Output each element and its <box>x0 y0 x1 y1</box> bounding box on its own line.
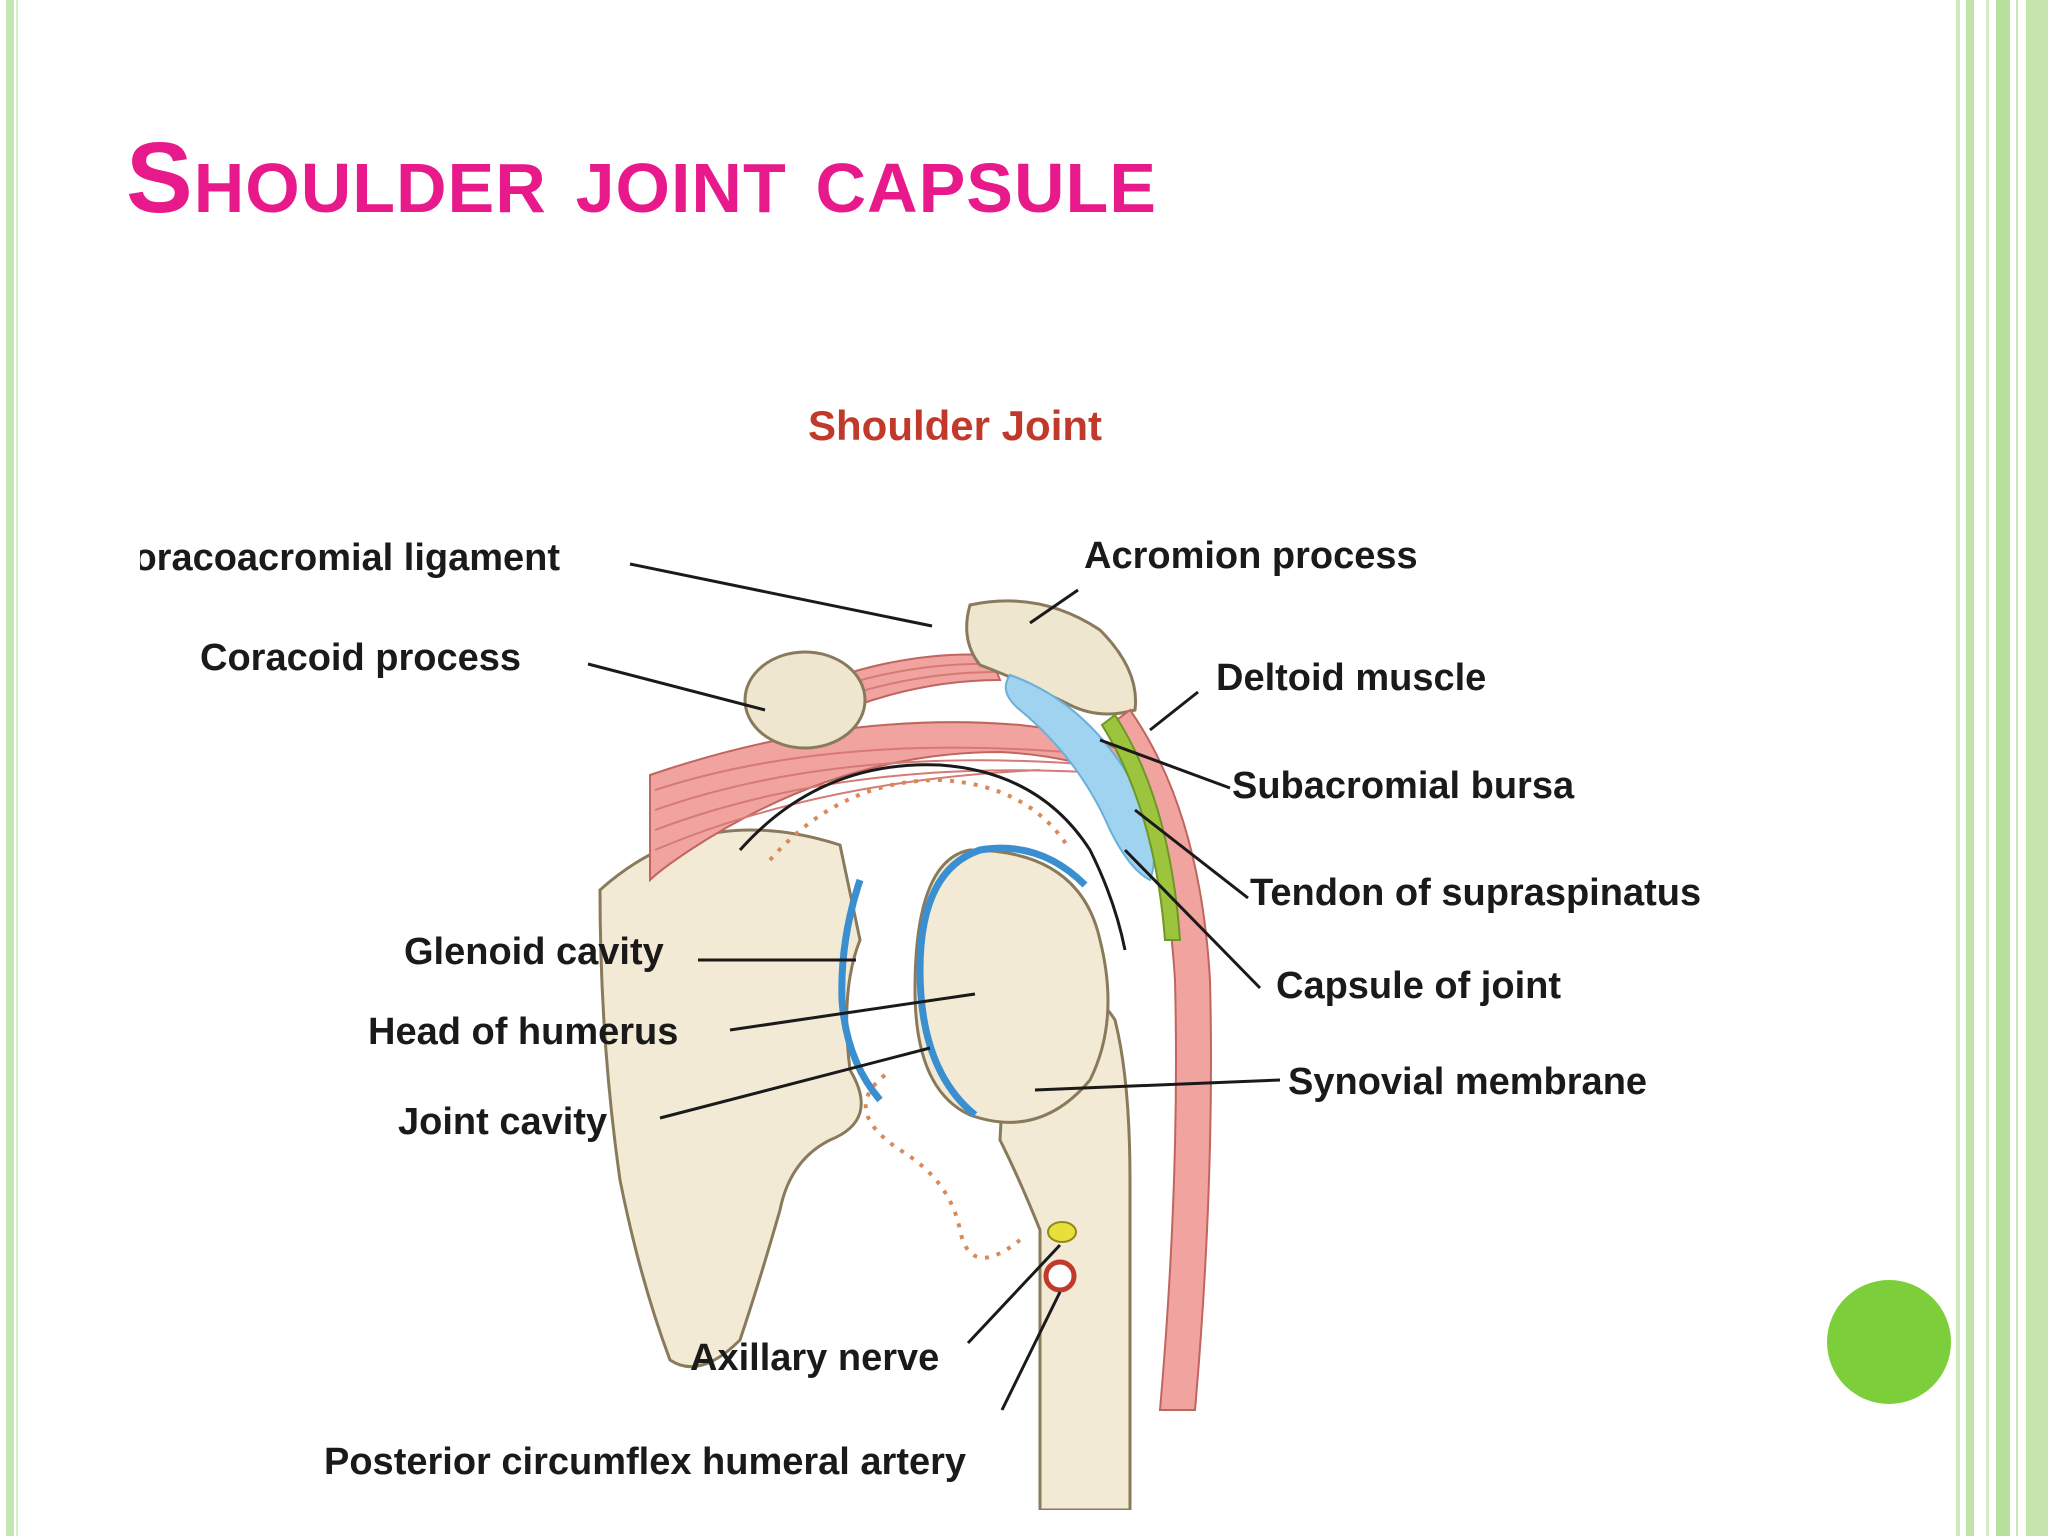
label-capsule-of-joint: Capsule of joint <box>1276 965 1561 1007</box>
slide-title: Shoulder joint capsule <box>126 122 1157 234</box>
diagram-svg: Shoulder Joint <box>140 380 1740 1510</box>
diagram-title: Shoulder Joint <box>808 402 1102 449</box>
label-synovial-membrane: Synovial membrane <box>1288 1061 1647 1103</box>
deltoid-tendon-shape <box>1100 713 1182 941</box>
label-acromion-process: Acromion process <box>1084 535 1418 577</box>
left-border-line <box>16 0 18 1536</box>
label-axillary-nerve: Axillary nerve <box>690 1337 939 1379</box>
synovial-membrane-arc <box>768 777 1072 862</box>
coracoid-process-shape <box>743 650 867 750</box>
subacromial-bursa-shape <box>1004 673 1156 882</box>
synovial-membrane-lower <box>863 1073 1022 1260</box>
right-border-decoration <box>1956 0 2048 1536</box>
label-joint-cavity: Joint cavity <box>398 1101 607 1143</box>
supraspinatus-fibres <box>654 746 1101 851</box>
acromion-process-shape <box>965 599 1138 716</box>
circumflex-artery-shape <box>1043 1259 1077 1293</box>
leader-lines <box>587 562 1281 1411</box>
label-coracoid-process: Coracoid process <box>200 637 521 679</box>
label-glenoid-cavity: Glenoid cavity <box>404 931 664 973</box>
head-cartilage-arc <box>916 844 1088 1118</box>
humeral-head <box>913 848 1110 1124</box>
label-head-of-humerus: Head of humerus <box>368 1011 678 1053</box>
green-circle-decoration <box>1827 1280 1951 1404</box>
label-deltoid-muscle: Deltoid muscle <box>1216 657 1486 699</box>
label-posterior-circumflex-artery: Posterior circumflex humeral artery <box>324 1441 966 1483</box>
label-coracoacromial-ligament: Coracoacromial ligament <box>140 537 560 579</box>
axillary-nerve-shape <box>1047 1221 1077 1243</box>
left-border-decoration <box>6 0 14 1536</box>
shoulder-joint-diagram: Shoulder Joint <box>140 380 1740 1510</box>
label-subacromial-bursa: Subacromial bursa <box>1232 765 1575 807</box>
joint-capsule-arc <box>738 763 1127 951</box>
glenoid-cartilage-arc <box>838 878 883 1103</box>
label-tendon-supraspinatus: Tendon of supraspinatus <box>1250 872 1701 914</box>
